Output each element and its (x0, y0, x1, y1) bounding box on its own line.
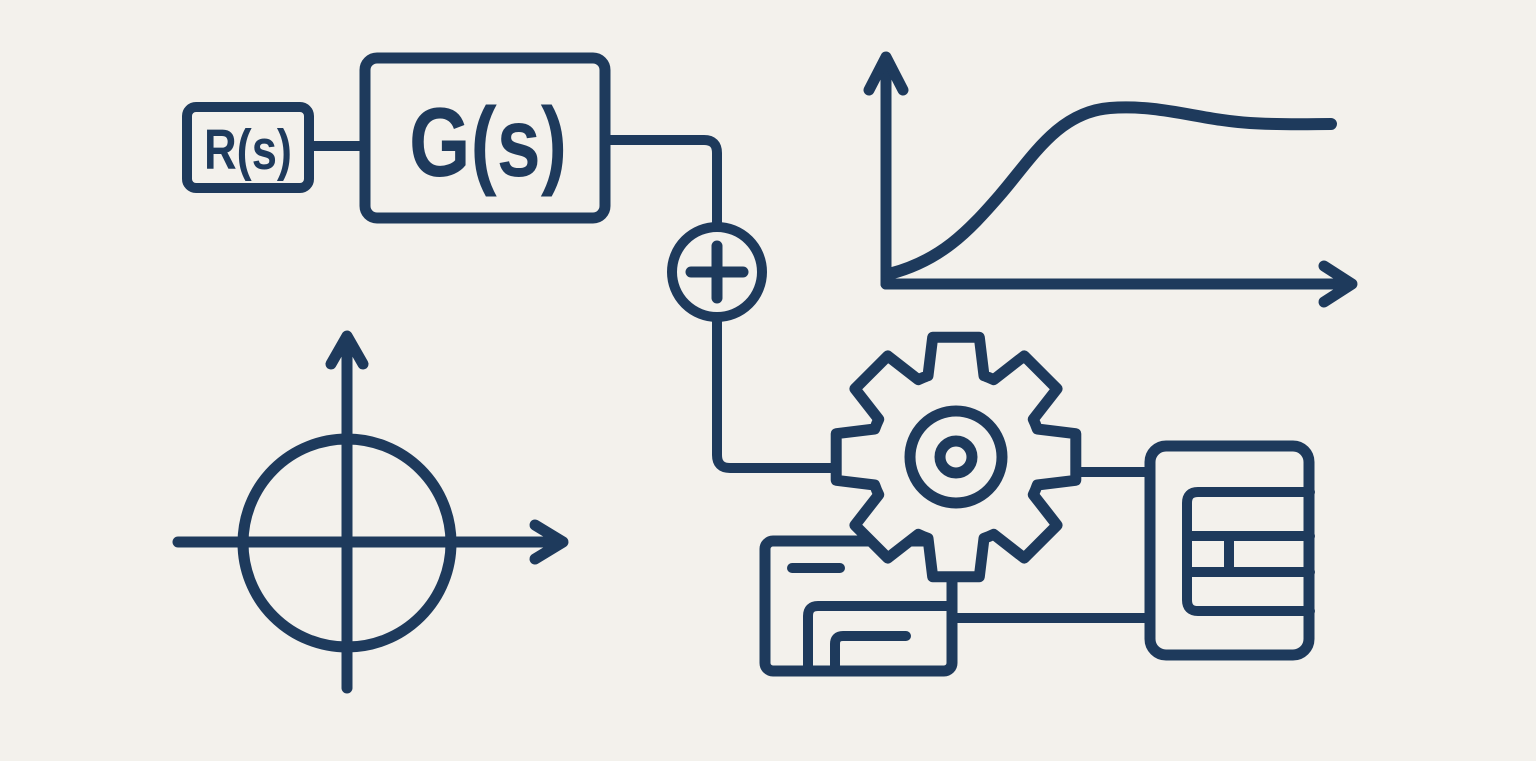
data-table-document-icon (1144, 440, 1315, 661)
rs-label: R(s) (204, 118, 292, 182)
response-curve (883, 101, 1337, 280)
plus-icon (685, 240, 749, 304)
pole-zero-plot (172, 330, 569, 694)
gs-label: G(s) (409, 87, 567, 197)
up-arrow-icon (325, 330, 369, 370)
table-outline (1182, 487, 1315, 616)
folder-inner-document (830, 631, 911, 675)
right-arrow-icon (529, 519, 569, 565)
folder-tray (803, 601, 957, 676)
right-arrow-icon (1318, 260, 1358, 308)
step-response-chart (863, 51, 1358, 308)
up-arrow-icon (863, 51, 909, 96)
block-diagram: R(s) G(s) (182, 52, 843, 473)
gear-icon (830, 331, 1082, 583)
feedback-connector (712, 315, 843, 473)
output-connector (602, 135, 722, 229)
gear-hub-inner (934, 435, 978, 479)
folder-documents-icon (759, 535, 958, 677)
